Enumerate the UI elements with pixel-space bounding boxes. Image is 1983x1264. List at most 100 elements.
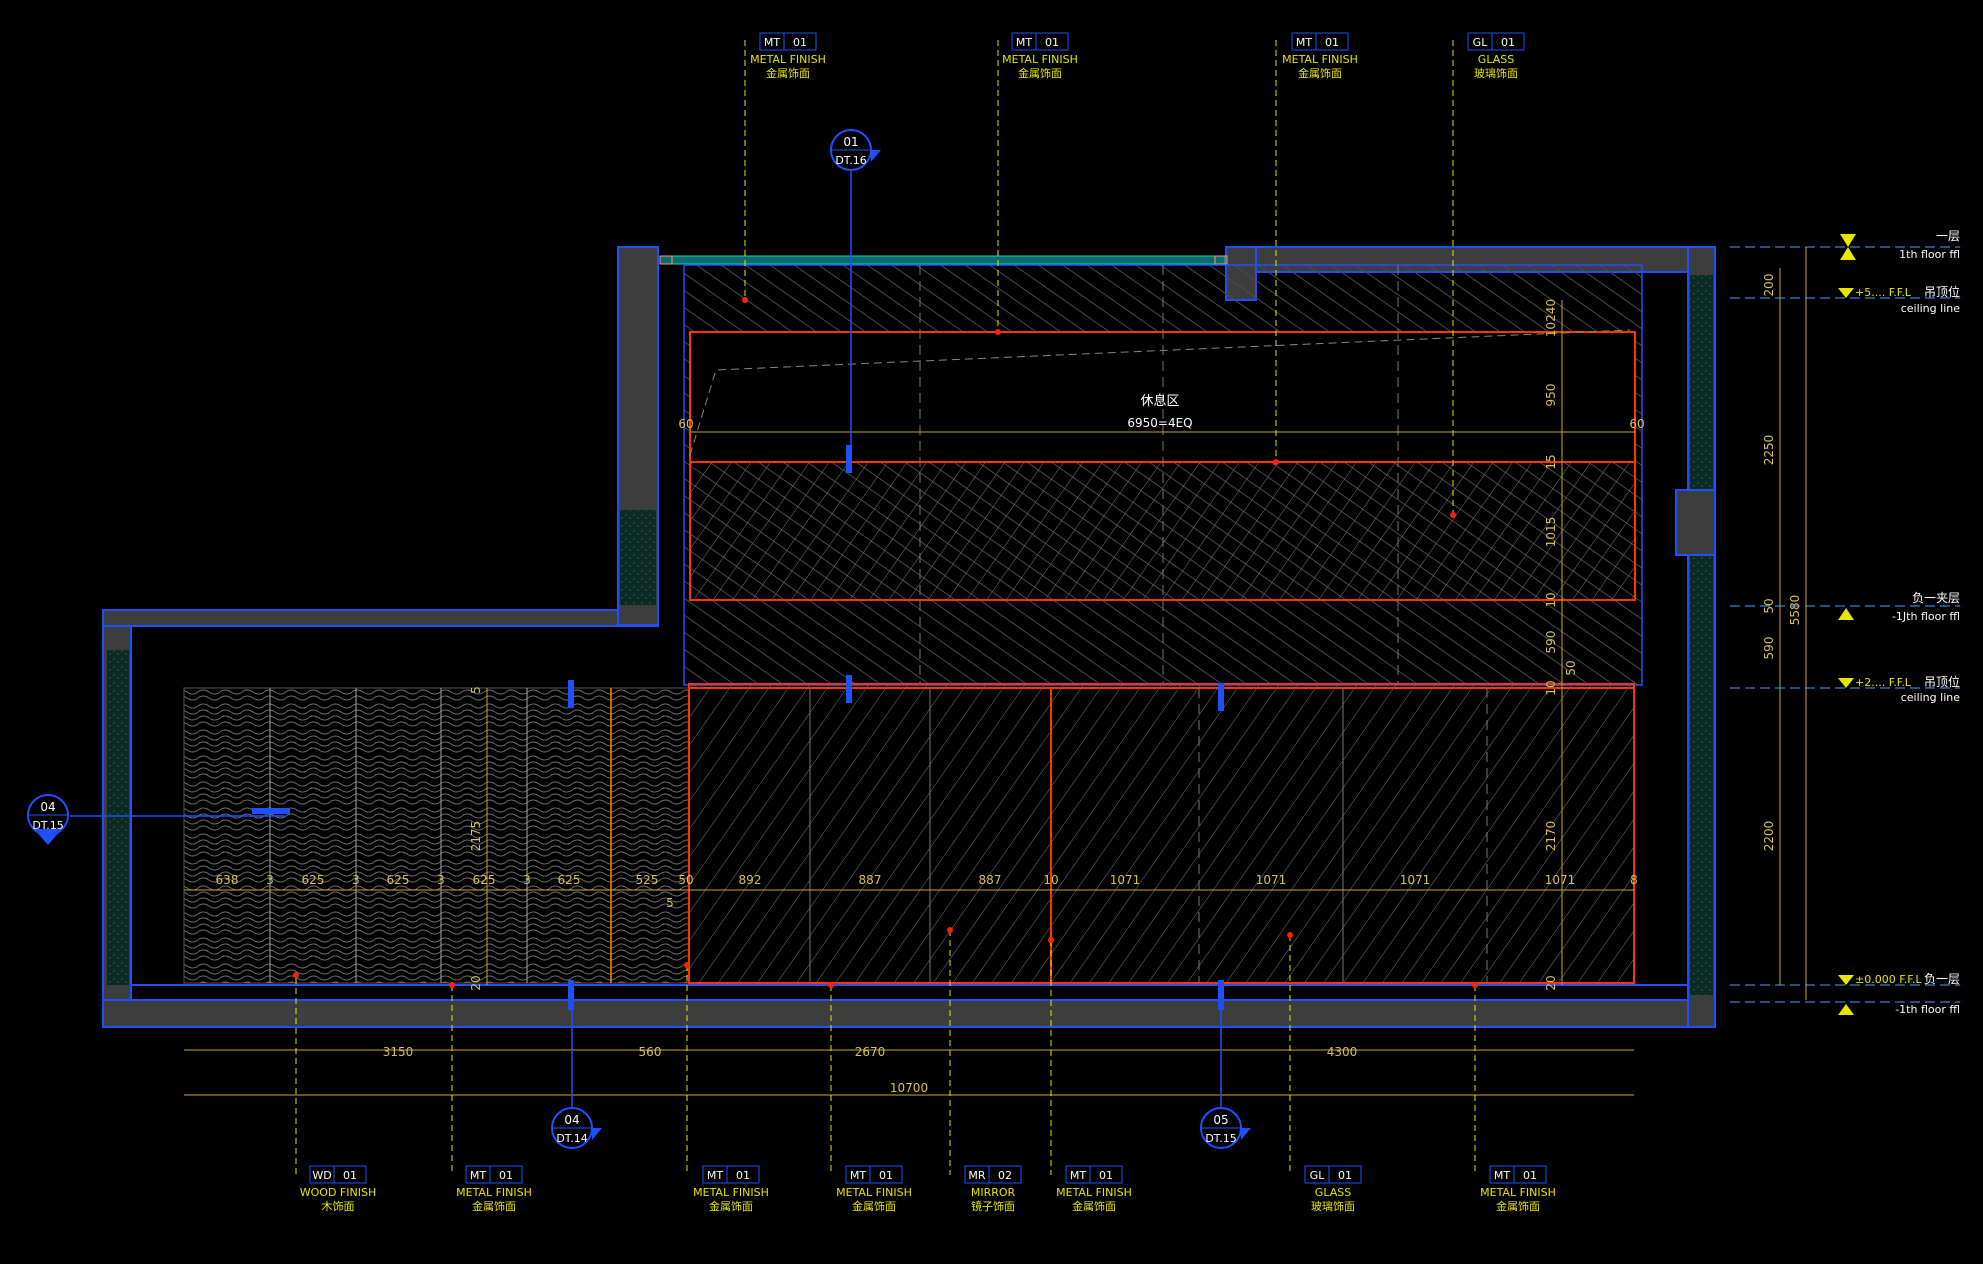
dim-v-2175: 2175: [469, 821, 483, 852]
dim-638: 638: [216, 873, 239, 887]
svg-text:金属饰面: 金属饰面: [852, 1199, 896, 1213]
mezzanine-slab: [102, 609, 659, 627]
dim-total-4300: 4300: [1327, 1045, 1358, 1059]
svg-text:MIRROR: MIRROR: [971, 1186, 1016, 1199]
svg-text:02: 02: [998, 1169, 1012, 1182]
material-tag: MT 01 METAL FINISH 金属饰面: [693, 1165, 769, 1213]
dim-v-50-inner: 50: [1564, 660, 1578, 675]
ceiling-note-eq: 6950=4EQ: [1127, 416, 1192, 430]
bottom-leaders: [295, 930, 1476, 1175]
svg-text:GL: GL: [1473, 36, 1489, 49]
dim-v-10a: 10: [1544, 592, 1558, 607]
bottom-leader-ends: [293, 927, 1478, 988]
svg-text:04: 04: [564, 1113, 579, 1127]
detail-marker-01: 01 DT.16: [830, 129, 881, 171]
level-1-cn: 吊顶位: [1924, 284, 1960, 299]
dim-625b: 625: [387, 873, 410, 887]
svg-text:METAL FINISH: METAL FINISH: [1002, 53, 1078, 66]
dim-v-590: 590: [1544, 631, 1558, 654]
svg-text:METAL FINISH: METAL FINISH: [693, 1186, 769, 1199]
level-triangle-1: [1838, 288, 1854, 298]
dim-60-left: 60: [678, 417, 693, 431]
svg-text:金属饰面: 金属饰面: [766, 66, 810, 80]
svg-text:GL: GL: [1310, 1169, 1326, 1182]
svg-text:镜子饰面: 镜子饰面: [971, 1199, 1015, 1213]
level-4-mark: ±0.000 F.F.L: [1855, 973, 1922, 986]
svg-text:01: 01: [1325, 36, 1339, 49]
svg-text:04: 04: [40, 800, 55, 814]
lower-right-zone: [688, 683, 1635, 984]
svg-text:金属饰面: 金属饰面: [1072, 1199, 1116, 1213]
dim-v-20b: 20: [469, 975, 483, 990]
detail-markers: 01 DT.16 04 DT.15 04 DT.14 05 DT: [27, 129, 1251, 1149]
material-tag: MT 01 METAL FINISH 金属饰面: [456, 1165, 532, 1213]
svg-text:METAL FINISH: METAL FINISH: [836, 1186, 912, 1199]
dim-o-200: 200: [1762, 274, 1776, 297]
skylight-cap-left: [659, 255, 673, 265]
svg-text:01: 01: [343, 1169, 357, 1182]
dim-625c: 625: [473, 873, 496, 887]
svg-text:木饰面: 木饰面: [322, 1199, 355, 1213]
skylight-cap-right: [1214, 255, 1228, 265]
svg-text:01: 01: [793, 36, 807, 49]
dim-o-2250: 2250: [1762, 435, 1776, 466]
material-tag: MT 01 METAL FINISH 金属饰面: [750, 32, 826, 80]
svg-text:MR: MR: [968, 1169, 985, 1182]
dim-total-2670: 2670: [855, 1045, 886, 1059]
floor-slab: [102, 999, 1716, 1028]
svg-text:01: 01: [499, 1169, 513, 1182]
dim-v-950: 950: [1544, 384, 1558, 407]
level-3-cn: 吊顶位: [1924, 674, 1960, 689]
dim-v-15: 15: [1544, 454, 1558, 469]
svg-text:GLASS: GLASS: [1478, 53, 1514, 66]
svg-text:01: 01: [1501, 36, 1515, 49]
top-tags: MT 01 METAL FINISH 金属饰面 MT 01 METAL FINI…: [750, 32, 1525, 80]
svg-text:WOOD FINISH: WOOD FINISH: [300, 1186, 376, 1199]
svg-text:MT: MT: [707, 1169, 723, 1182]
svg-text:金属饰面: 金属饰面: [1298, 66, 1342, 80]
svg-text:METAL FINISH: METAL FINISH: [1282, 53, 1358, 66]
material-tag: MT 01 METAL FINISH 金属饰面: [836, 1165, 912, 1213]
wood-panel-zone: [183, 687, 690, 984]
level-0-cn: 一层: [1936, 229, 1960, 243]
detail-marker-04-left: 04 DT.15: [27, 794, 69, 845]
detail-marker-04-bottom: 04 DT.14: [551, 1107, 602, 1149]
dim-3a: 3: [266, 873, 274, 887]
top-leader-ends: [742, 297, 1456, 518]
material-tag: MR 02 MIRROR 镜子饰面: [964, 1165, 1022, 1213]
level-1-mark: +5.... F.F.L: [1855, 286, 1912, 299]
svg-text:MT: MT: [1070, 1169, 1086, 1182]
right-wall-insulation: [1690, 275, 1713, 995]
bottom-row-dims: 638 3 625 3 625 3 625 3 625 525 50 892 8…: [216, 417, 1645, 910]
inner-vertical-dims: 10240 950 15 1015 10 590 10 2170 20 50 5…: [469, 299, 1578, 991]
svg-text:01: 01: [1045, 36, 1059, 49]
detail-marker-05: 05 DT.15: [1200, 1107, 1251, 1149]
total-dims: 3150 560 2670 4300 10700: [184, 1045, 1634, 1096]
svg-text:玻璃饰面: 玻璃饰面: [1311, 1199, 1355, 1213]
dim-v-10b: 10: [1544, 680, 1558, 695]
svg-text:01: 01: [1523, 1169, 1537, 1182]
dim-1071a: 1071: [1110, 873, 1141, 887]
dim-v-2170: 2170: [1544, 821, 1558, 852]
dim-v-20: 20: [1544, 975, 1558, 990]
ceiling-note-title: 休息区: [1140, 393, 1179, 409]
svg-text:GLASS: GLASS: [1315, 1186, 1351, 1199]
dim-625a: 625: [302, 873, 325, 887]
dim-o-2200: 2200: [1762, 821, 1776, 852]
svg-text:金属饰面: 金属饰面: [1496, 1199, 1540, 1213]
dim-1071c: 1071: [1400, 873, 1431, 887]
svg-text:MT: MT: [1494, 1169, 1510, 1182]
svg-text:METAL FINISH: METAL FINISH: [1480, 1186, 1556, 1199]
svg-text:MT: MT: [850, 1169, 866, 1182]
dim-o-5580: 5580: [1788, 595, 1802, 626]
dim-o-590: 590: [1762, 637, 1776, 660]
svg-text:玻璃饰面: 玻璃饰面: [1474, 66, 1518, 80]
upper-left-wall-insulation: [620, 510, 656, 605]
svg-text:金属饰面: 金属饰面: [472, 1199, 516, 1213]
svg-text:MT: MT: [1016, 36, 1032, 49]
svg-text:金属饰面: 金属饰面: [1018, 66, 1062, 80]
svg-text:01: 01: [843, 135, 858, 149]
lower-finishes: [131, 683, 1688, 986]
material-tag: MT 01 METAL FINISH 金属饰面: [1056, 1165, 1132, 1213]
material-tag: WD 01 WOOD FINISH 木饰面: [300, 1165, 376, 1213]
